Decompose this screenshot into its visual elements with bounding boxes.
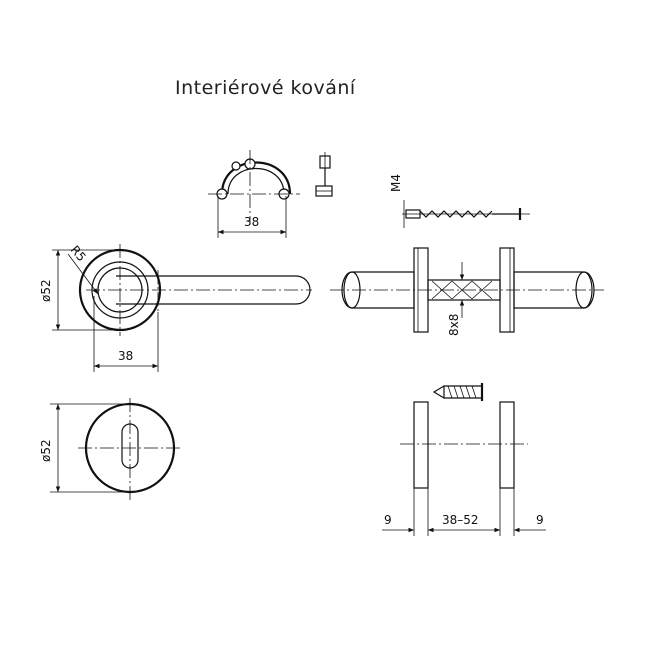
drawing-title: Interiérové kování [175,77,356,99]
bracket-side-profile [315,152,333,197]
handle-front-view: R5 ø52 38 [39,243,312,372]
rose-diameter-label-top: ø52 [39,279,53,302]
escutcheon-side-view: 9 38–52 9 [382,383,546,536]
right-rose-thickness-label: 9 [536,513,544,527]
bracket-span-label: 38 [244,215,259,229]
handle-offset-label: 38 [118,349,133,363]
left-rose-thickness-label: 9 [384,513,392,527]
m4-screw: M4 [389,174,530,228]
escutcheon-front-view: ø52 [39,398,182,500]
handle-side-view: 8x8 [330,247,604,336]
radius-label: R5 [68,243,89,264]
rose-diameter-label-bottom: ø52 [39,439,53,462]
mounting-bracket-view: 38 [208,150,300,238]
screw-thread-label: M4 [389,174,403,192]
door-thickness-label: 38–52 [442,513,479,527]
spindle-size-label: 8x8 [447,314,461,336]
